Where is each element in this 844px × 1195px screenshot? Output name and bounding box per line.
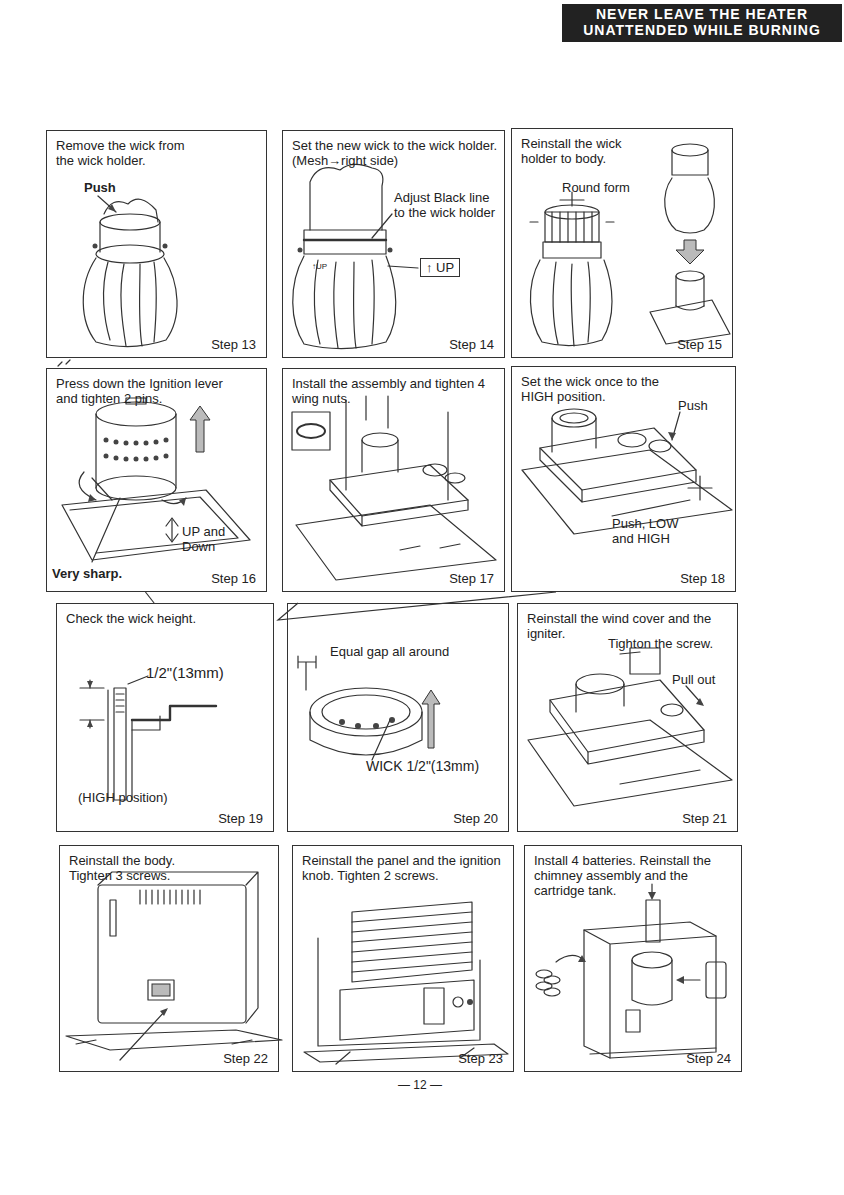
- step-number: Step 13: [211, 337, 256, 352]
- callout-label: Very sharp.: [52, 566, 122, 581]
- step-panel: Reinstall the panel and the ignition kno…: [292, 845, 514, 1072]
- instruction-text: Reinstall the panel and the ignition kno…: [302, 853, 507, 883]
- ignition-lever-drawing: [62, 398, 250, 562]
- callout-label: 1/2"(13mm): [146, 664, 224, 681]
- instruction-text: Remove the wick from the wick holder.: [56, 138, 196, 168]
- step-panel: Press down the Ignition lever and tighte…: [46, 368, 267, 592]
- step-panel: Step 20: [287, 603, 509, 832]
- instruction-text: Set the new wick to the wick holder. (Me…: [292, 138, 498, 168]
- warning-banner: NEVER LEAVE THE HEATER UNATTENDED WHILE …: [562, 4, 842, 42]
- instruction-text: Reinstall the wick holder to body.: [521, 136, 651, 166]
- instruction-text: Check the wick height.: [66, 611, 266, 626]
- leader-connector: [145, 592, 154, 603]
- step-number: Step 15: [677, 337, 722, 352]
- callout-label: UP and Down: [182, 524, 236, 554]
- callout-label: WICK 1/2"(13mm): [366, 758, 479, 774]
- wick-position-drawing: [522, 409, 732, 534]
- wind-cover-drawing: [528, 648, 732, 806]
- step-panel: Install the assembly and tighten 4 wing …: [282, 368, 505, 592]
- step-number: Step 16: [211, 571, 256, 586]
- callout-label: ↑UP: [312, 262, 327, 272]
- page-number: — 12 —: [398, 1078, 442, 1092]
- reinstall-holder-drawing: [530, 144, 730, 346]
- callout-label: Push: [678, 398, 708, 413]
- step-number: Step 22: [223, 1051, 268, 1066]
- equal-gap-drawing: [298, 656, 440, 760]
- callout-label: Push, LOW and HIGH: [612, 516, 684, 546]
- instruction-text: Press down the Ignition lever and tighte…: [56, 376, 231, 406]
- step-number: Step 21: [682, 811, 727, 826]
- assembly-drawing: [292, 396, 496, 580]
- callout-label: Push: [84, 180, 116, 195]
- front-panel-drawing: [304, 902, 508, 1064]
- warning-text: NEVER LEAVE THE HEATER UNATTENDED WHILE …: [568, 6, 836, 38]
- step-panel: Set the new wick to the wick holder. (Me…: [282, 130, 505, 358]
- instruction-text: Install 4 batteries. Reinstall the chimn…: [534, 853, 734, 898]
- step-number: Step 23: [458, 1051, 503, 1066]
- step-panel: Remove the wick from the wick holder. Ste…: [46, 130, 267, 358]
- wick-holder-drawing: [83, 196, 177, 347]
- step-panel: Reinstall the wick holder to body. Step 1…: [511, 128, 733, 358]
- callout-label: Round form: [562, 180, 630, 195]
- step-number: Step 24: [686, 1051, 731, 1066]
- callout-label: (HIGH position): [78, 790, 168, 805]
- callout-label: ↑ UP: [420, 258, 460, 277]
- step-panel: Reinstall the body. Tighten 3 screws. Ste…: [59, 845, 279, 1072]
- step-number: Step 19: [218, 811, 263, 826]
- instruction-text: Install the assembly and tighten 4 wing …: [292, 376, 498, 406]
- step-number: Step 20: [453, 811, 498, 826]
- instruction-text: Set the wick once to the HIGH position.: [521, 374, 671, 404]
- instruction-text: Reinstall the body. Tighten 3 screws.: [69, 853, 209, 883]
- callout-label: Equal gap all around: [330, 644, 449, 659]
- callout-label: Adjust Black line to the wick holder: [394, 190, 502, 220]
- step-panel: Install 4 batteries. Reinstall the chimn…: [524, 845, 742, 1072]
- step-number: Step 18: [680, 571, 725, 586]
- step-number: Step 17: [449, 571, 494, 586]
- heater-body-drawing: [66, 872, 282, 1060]
- callout-label: Pull out: [672, 672, 715, 687]
- wick-height-drawing: [80, 676, 216, 800]
- leader-connector: [278, 592, 556, 620]
- step-number: Step 14: [449, 337, 494, 352]
- callout-label: Tighton the screw.: [608, 636, 713, 651]
- heater-assembly-drawing: [536, 884, 726, 1058]
